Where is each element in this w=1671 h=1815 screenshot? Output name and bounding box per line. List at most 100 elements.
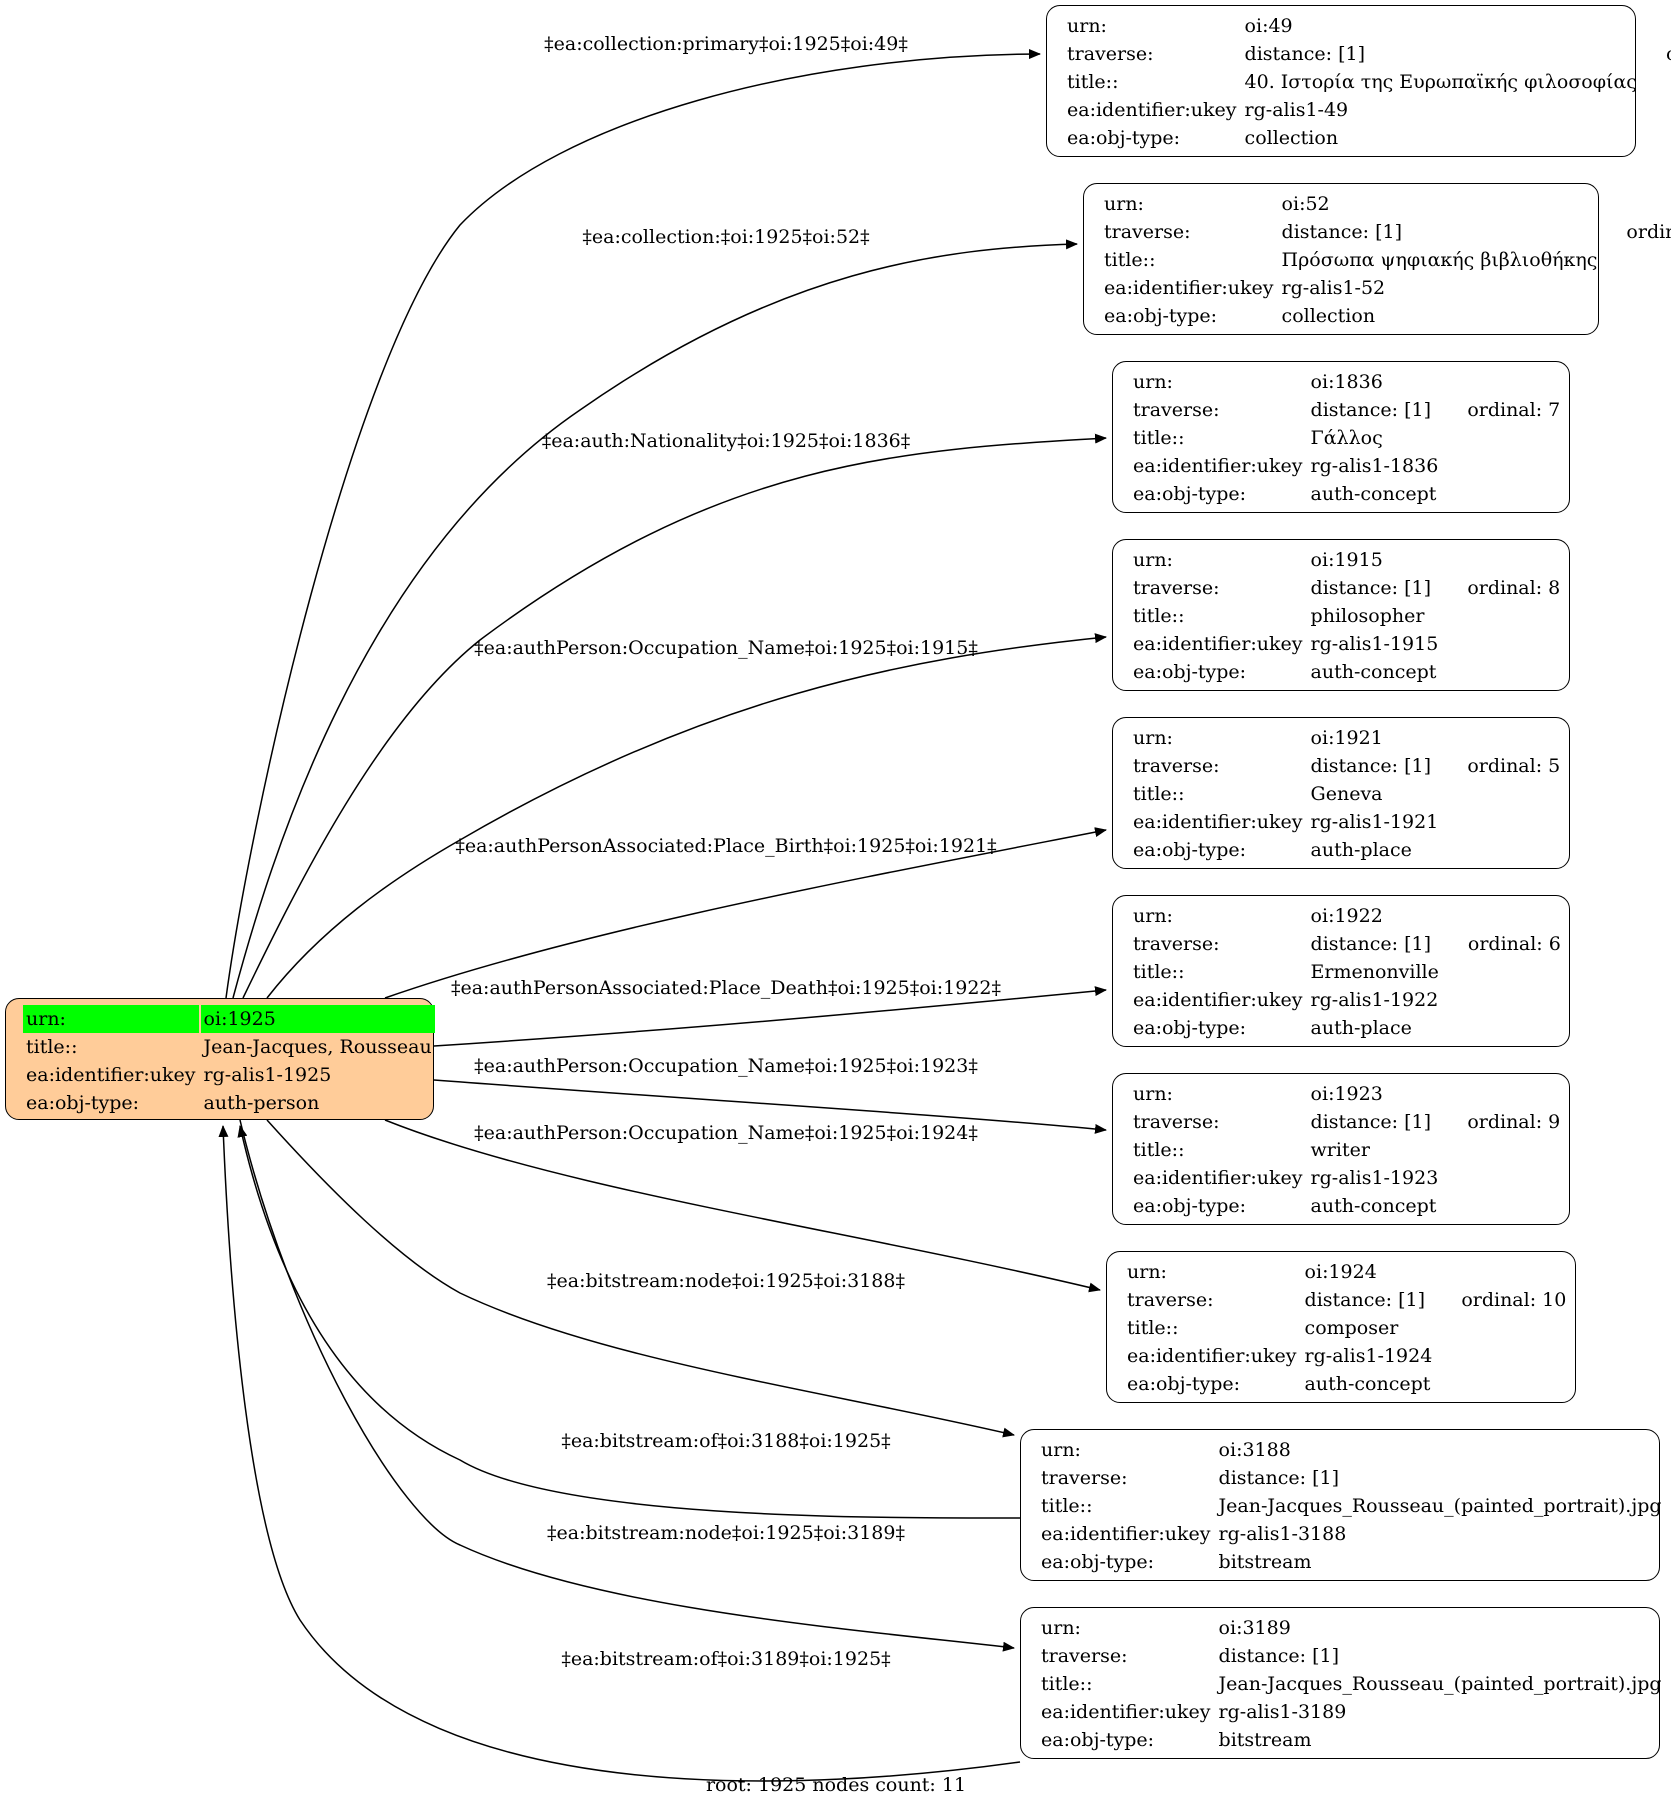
traverse-key: traverse: [1133, 577, 1220, 599]
urn-value: oi:3189 [1218, 1617, 1291, 1639]
traverse-value: distance: [1] [1304, 1289, 1425, 1311]
ukey-value: rg-alis1-1923 [1310, 1167, 1439, 1189]
edge-arrow [218, 1125, 1021, 1782]
ukey-key: ea:identifier:ukey [1133, 811, 1303, 833]
traverse-key: traverse: [1041, 1645, 1128, 1667]
ordinal-value: ordinal: 2 [1667, 1642, 1671, 1670]
ukey-value: rg-alis1-1915 [1310, 633, 1439, 655]
traverse-key: traverse: [1133, 399, 1220, 421]
urn-value: oi:1836 [1310, 371, 1383, 393]
objtype-key: ea:obj-type: [1133, 1195, 1247, 1217]
edge-label: ‡ea:bitstream:of‡oi:3188‡oi:1925‡ [561, 1430, 891, 1452]
urn-key: urn: [1067, 15, 1107, 37]
traverse-key: traverse: [1067, 43, 1154, 65]
urn-key: urn: [1133, 371, 1173, 393]
objtype-value: collection [1244, 127, 1339, 149]
title-key: title:: [1127, 1317, 1179, 1339]
traverse-key: traverse: [1133, 1111, 1220, 1133]
urn-value: oi:1923 [1310, 1083, 1383, 1105]
objtype-key: ea:obj-type: [1104, 305, 1218, 327]
objtype-value: auth-concept [1310, 483, 1437, 505]
objtype-value: auth-concept [1310, 1195, 1437, 1217]
title-value: Πρόσωπα ψηφιακής βιβλιοθήκης [1281, 249, 1598, 271]
title-key: title:: [1133, 961, 1185, 983]
urn-key: urn: [1041, 1439, 1081, 1461]
title-value: Γάλλος [1310, 427, 1383, 449]
traverse-key: traverse: [1041, 1467, 1128, 1489]
edge-arrow [266, 633, 1107, 999]
traverse-value: distance: [1] [1310, 755, 1431, 777]
title-value: writer [1310, 1139, 1370, 1161]
urn-value: oi:52 [1281, 193, 1330, 215]
urn-value: oi:3188 [1218, 1439, 1291, 1461]
title-key: title:: [1133, 783, 1185, 805]
objtype-key: ea:obj-type: [1133, 1017, 1247, 1039]
objtype-key: ea:obj-type: [1127, 1373, 1241, 1395]
title-value: 40. Ιστορία της Ευρωπαϊκής φιλοσοφίας [1244, 71, 1637, 93]
edge-label: ‡ea:authPerson:Occupation_Name‡oi:1925‡o… [474, 637, 978, 659]
ukey-value: rg-alis1-1924 [1304, 1345, 1433, 1367]
edge-label: ‡ea:bitstream:node‡oi:1925‡oi:3189‡ [547, 1522, 905, 1544]
title-key: title:: [1104, 249, 1156, 271]
edge-arrow [384, 1119, 1101, 1293]
urn-value: oi:1915 [1310, 549, 1383, 571]
ukey-value: rg-alis1-49 [1244, 99, 1349, 121]
objtype-key: ea:obj-type: [1133, 483, 1247, 505]
urn-value: oi:1922 [1310, 905, 1383, 927]
urn-key: urn: [1041, 1617, 1081, 1639]
ordinal-value: ordinal: 6 [1467, 933, 1561, 955]
objtype-value: auth-place [1310, 839, 1412, 861]
ordinal-value: ordinal: 4 [1626, 221, 1671, 243]
title-value: philosopher [1310, 605, 1425, 627]
edge-arrow [384, 827, 1107, 999]
edge-label: ‡ea:collection:primary‡oi:1925‡oi:49‡ [544, 33, 908, 55]
edge-arrow [232, 239, 1078, 999]
traverse-key: traverse: [1127, 1289, 1214, 1311]
edge-label: ‡ea:authPersonAssociated:Place_Birth‡oi:… [455, 835, 997, 857]
ordinal-value: ordinal: 7 [1467, 399, 1561, 421]
urn-key: urn: [1127, 1261, 1167, 1283]
objtype-value: auth-place [1310, 1017, 1412, 1039]
urn-key: urn: [23, 1005, 199, 1033]
traverse-value: distance: [1] [1281, 221, 1402, 243]
title-key: title:: [1041, 1673, 1093, 1695]
urn-key: urn: [1104, 193, 1144, 215]
ukey-key: ea:identifier:ukey [1133, 989, 1303, 1011]
graph-footer: root: 1925 nodes count: 11 [705, 1774, 967, 1796]
traverse-value: distance: [1] [1310, 933, 1431, 955]
ukey-value: rg-alis1-1836 [1310, 455, 1439, 477]
ukey-key: ea:identifier:ukey [1127, 1345, 1297, 1367]
edge-arrow [225, 49, 1041, 999]
root-node-table: urn: oi:1925 title:: Jean-Jacques, Rouss… [21, 1005, 437, 1117]
edge-label: ‡ea:auth:Nationality‡oi:1925‡oi:1836‡ [541, 430, 911, 452]
ukey-value: rg-alis1-1921 [1310, 811, 1439, 833]
traverse-value: distance: [1] [1244, 43, 1365, 65]
title-key: title:: [1133, 427, 1185, 449]
ordinal-value: ordinal: 5 [1467, 755, 1561, 777]
urn-value: oi:49 [1244, 15, 1293, 37]
root-node[interactable]: urn: oi:1925 title:: Jean-Jacques, Rouss… [5, 998, 437, 1120]
traverse-value: distance: [1] [1310, 1111, 1431, 1133]
objtype-value: collection [1281, 305, 1376, 327]
urn-key: urn: [1133, 1083, 1173, 1105]
traverse-key: traverse: [1133, 933, 1220, 955]
ordinal-value: ordinal: 8 [1467, 577, 1561, 599]
objtype-value: auth-concept [1304, 1373, 1431, 1395]
traverse-value: distance: [1] [1218, 1467, 1339, 1489]
edge-label: ‡ea:authPerson:Occupation_Name‡oi:1925‡o… [474, 1122, 978, 1144]
